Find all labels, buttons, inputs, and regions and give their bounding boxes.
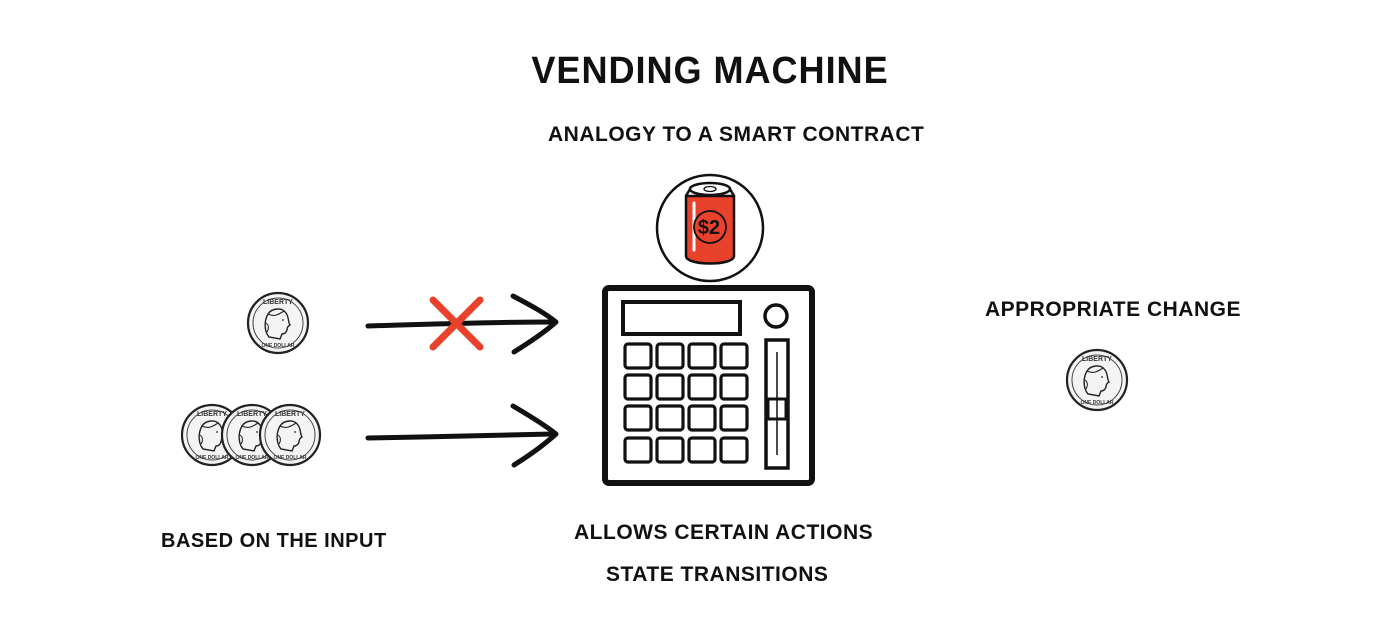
keypad-key <box>687 404 717 432</box>
soda-can-icon: $2 <box>655 173 765 283</box>
accepted-input-arrow <box>365 403 559 468</box>
machine-label-transitions: STATE TRANSITIONS <box>606 563 829 586</box>
keypad-key <box>687 373 717 401</box>
coin-bottom-text: ONE DOLLAR <box>1080 400 1113 406</box>
keypad-key <box>655 373 685 401</box>
three-coins-icon: LIBERTY ONE DOLLAR LIBERTY ONE DOLLAR LI… <box>180 403 322 467</box>
output-label: APPROPRIATE CHANGE <box>985 298 1241 321</box>
keypad-key <box>655 342 685 370</box>
keypad-key <box>655 436 685 464</box>
machine-display <box>621 300 742 336</box>
rejected-input-arrow <box>365 293 559 355</box>
machine-label-actions: ALLOWS CERTAIN ACTIONS <box>574 521 874 544</box>
keypad-key <box>719 373 749 401</box>
coin-top-text: LIBERTY <box>275 411 305 418</box>
keypad-key <box>687 342 717 370</box>
coin-icon: LIBERTY ONE DOLLAR <box>220 403 284 467</box>
coin-icon: LIBERTY ONE DOLLAR <box>180 403 244 467</box>
coin-top-text: LIBERTY <box>237 411 267 418</box>
vending-machine-icon <box>602 285 815 486</box>
coin-top-text: LIBERTY <box>197 411 227 418</box>
keypad-key <box>655 404 685 432</box>
keypad-key <box>623 404 653 432</box>
keypad-key <box>623 436 653 464</box>
keypad <box>623 342 749 464</box>
keypad-key <box>719 404 749 432</box>
price-label: $2 <box>698 217 720 239</box>
page-title: VENDING MACHINE <box>531 50 889 92</box>
single-coin-icon: LIBERTY ONE DOLLAR <box>246 291 310 355</box>
change-coin-icon: LIBERTY ONE DOLLAR <box>1065 348 1129 412</box>
coin-bottom-text: ONE DOLLAR <box>273 455 306 461</box>
keypad-key <box>623 373 653 401</box>
coin-bottom-text: ONE DOLLAR <box>235 455 268 461</box>
page-subtitle: ANALOGY TO A SMART CONTRACT <box>548 123 925 146</box>
coin-top-text: LIBERTY <box>1082 356 1112 363</box>
keypad-key <box>687 436 717 464</box>
keypad-key <box>719 342 749 370</box>
input-label: BASED ON THE INPUT <box>161 530 387 552</box>
coin-bottom-text: ONE DOLLAR <box>261 343 294 349</box>
coin-icon: LIBERTY ONE DOLLAR <box>258 403 322 467</box>
coin-bottom-text: ONE DOLLAR <box>195 455 228 461</box>
reject-x-icon <box>429 296 484 351</box>
machine-round-button <box>763 303 789 329</box>
coin-top-text: LIBERTY <box>263 299 293 306</box>
keypad-key <box>623 342 653 370</box>
keypad-key <box>719 436 749 464</box>
